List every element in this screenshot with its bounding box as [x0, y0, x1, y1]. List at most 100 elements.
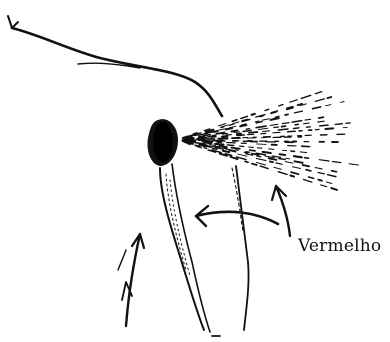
spray-dash: [295, 161, 303, 163]
spray-dash: [304, 180, 312, 183]
spray-dash: [306, 170, 311, 171]
spray-dash: [235, 150, 238, 151]
spray-dash: [203, 141, 213, 142]
spray-dash: [256, 126, 266, 128]
spray-dash: [318, 180, 322, 181]
spray-dash: [263, 152, 271, 153]
spray-dash: [227, 145, 233, 146]
spray-dash: [245, 161, 248, 162]
spray-dash: [209, 145, 215, 146]
spray-dash: [285, 114, 288, 115]
spray-dash: [304, 123, 309, 124]
spray-dash: [262, 119, 269, 121]
left-pointing-arrow: [196, 206, 278, 226]
spray-dash: [328, 175, 336, 177]
spray-dash: [294, 128, 299, 129]
spray-dash: [290, 176, 294, 177]
spray-dash: [204, 148, 207, 149]
spray-dash: [257, 163, 266, 166]
spray-dash: [252, 164, 257, 165]
spray-dash: [315, 168, 322, 169]
spray-dash: [259, 128, 268, 129]
spray-dashes: [182, 92, 358, 190]
spray-dash: [318, 173, 324, 174]
spray-dash: [332, 162, 340, 163]
spray-dash: [282, 126, 286, 127]
spray-dash: [260, 116, 263, 117]
up-pointing-arrow-left: [118, 234, 144, 326]
spray-dash: [294, 156, 302, 157]
spray-dash: [290, 100, 297, 102]
spray-dash: [300, 152, 307, 153]
spray-dash: [305, 158, 309, 159]
spray-dash: [313, 107, 321, 109]
vermelho-label: Vermelho: [298, 236, 381, 256]
spray-dash: [332, 171, 337, 172]
dark-blob: [148, 119, 179, 166]
spray-dash: [245, 152, 248, 153]
spray-dash: [234, 132, 239, 133]
spray-dash: [341, 102, 345, 103]
spray-dash: [292, 121, 302, 123]
spray-dash: [256, 158, 266, 160]
spray-dash: [274, 127, 279, 128]
spray-dash: [349, 164, 358, 165]
spray-dash: [249, 132, 258, 133]
spray-dash: [238, 154, 247, 156]
top-curve-line: [8, 16, 222, 116]
spray-dash: [231, 148, 240, 149]
spray-dash: [279, 159, 285, 160]
spray-dash: [331, 188, 337, 190]
spray-dash: [232, 120, 236, 122]
spray-dash: [327, 182, 332, 184]
spray-dash: [240, 125, 246, 126]
spray-dash: [305, 119, 311, 120]
spray-dash: [291, 172, 298, 174]
spray-dash: [223, 134, 228, 135]
spray-dash: [276, 163, 282, 164]
spray-dash: [318, 121, 324, 122]
spray-dash: [260, 166, 268, 169]
spray-dash: [271, 118, 279, 120]
spray-dash: [241, 116, 248, 118]
spray-dash: [303, 165, 309, 166]
spray-dash: [315, 99, 324, 102]
spray-dash: [319, 160, 329, 161]
spray-dash: [197, 147, 202, 148]
left-trunk: [160, 164, 210, 332]
spray-dash: [218, 129, 224, 130]
spray-dash: [335, 124, 342, 125]
spray-dash: [282, 123, 289, 124]
spray-dash: [319, 117, 324, 118]
spray-dash: [204, 143, 212, 144]
spray-dash: [295, 111, 303, 113]
spray-dash: [273, 132, 280, 133]
spray-dash: [274, 167, 282, 169]
spray-dash: [326, 128, 334, 129]
spray-dash: [213, 148, 217, 149]
spray-dash: [257, 156, 261, 157]
spray-dash: [280, 154, 286, 155]
spray-dash: [269, 158, 277, 160]
spray-dash: [293, 167, 301, 169]
spray-dash: [250, 150, 255, 151]
spray-dash: [214, 131, 218, 132]
right-trunk-line: [232, 166, 249, 330]
spray-dash: [286, 158, 290, 159]
spray-dash: [221, 127, 224, 128]
spray-dash: [278, 129, 288, 130]
spray-dash: [309, 177, 314, 178]
spray-dash: [269, 149, 274, 150]
spray-dash: [226, 128, 232, 129]
spray-dash: [187, 144, 190, 145]
up-pointing-arrow-right: [272, 186, 290, 236]
spray-dash: [278, 172, 287, 175]
spray-dash: [315, 92, 321, 94]
spray-dash: [270, 162, 273, 163]
spray-dash: [285, 162, 293, 164]
spray-dash: [327, 97, 331, 98]
spray-dash: [223, 151, 229, 152]
spray-dash: [197, 138, 206, 139]
